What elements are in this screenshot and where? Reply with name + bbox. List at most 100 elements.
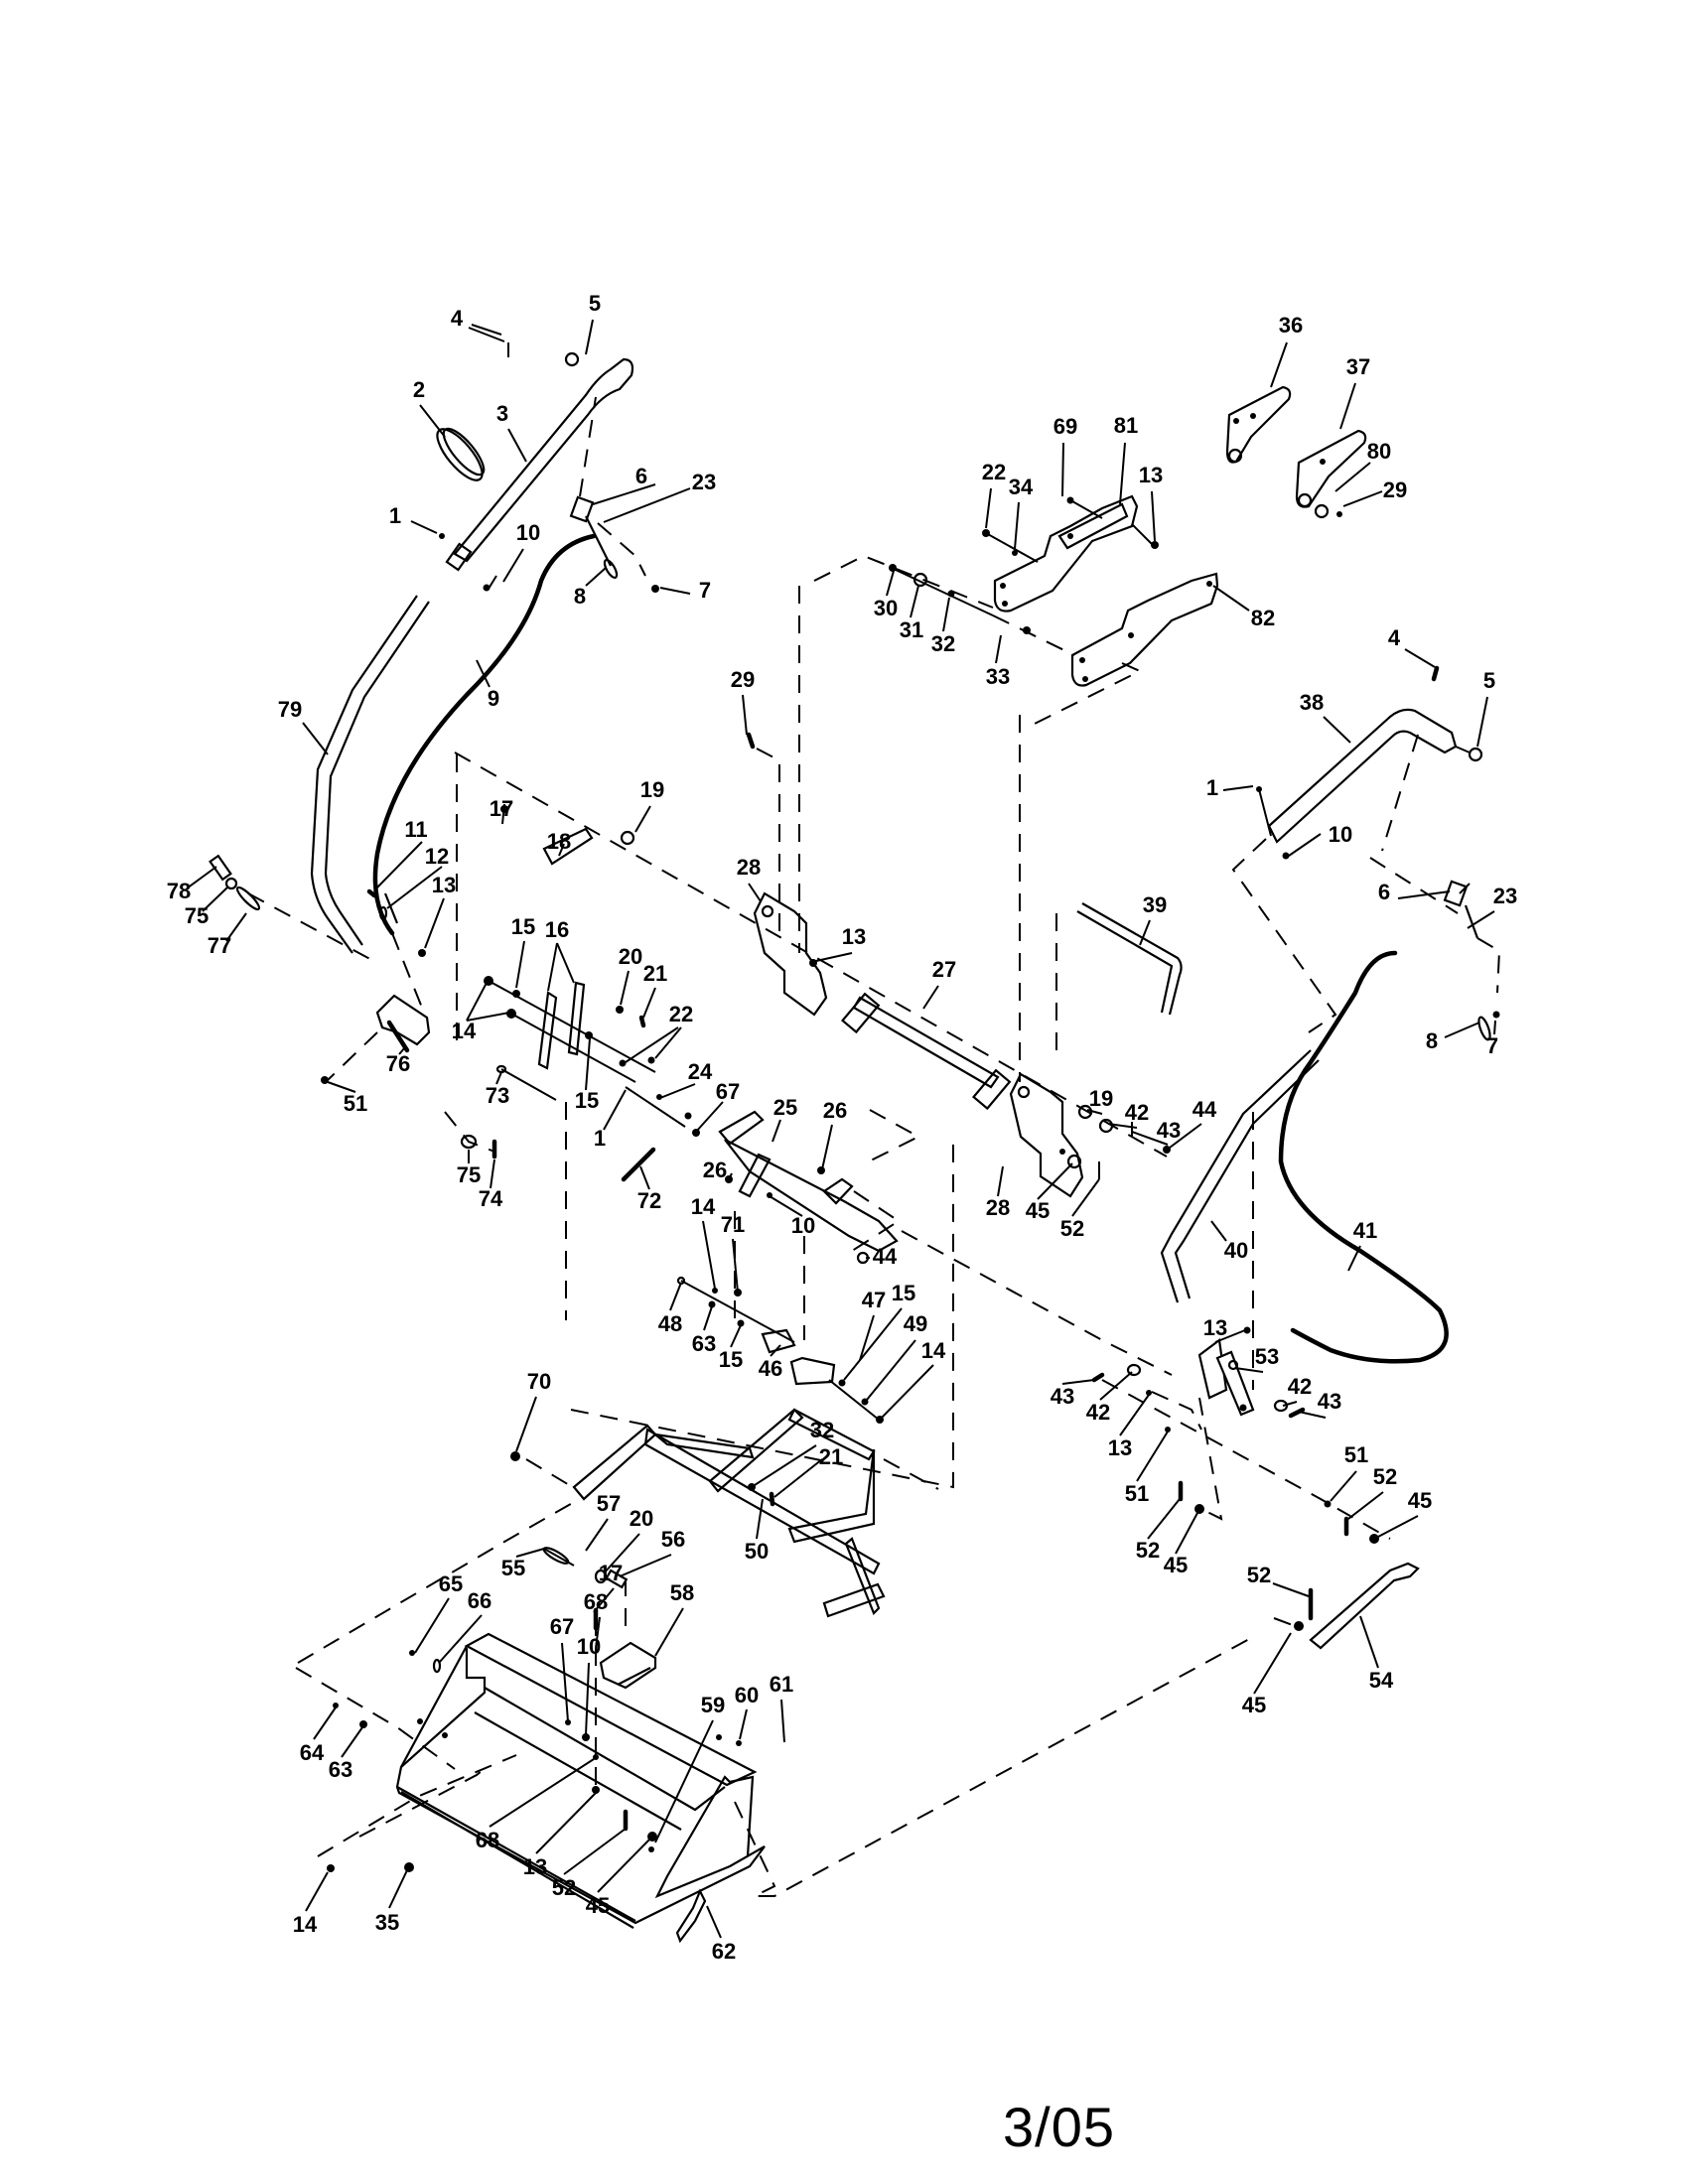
- bucket: [295, 1500, 1252, 1944]
- callout-1: 1: [594, 1126, 606, 1151]
- callout-40: 40: [1224, 1238, 1248, 1263]
- callout-63: 63: [692, 1331, 716, 1356]
- callout-79: 79: [278, 697, 302, 722]
- callout-29: 29: [1383, 478, 1407, 502]
- brackets-46-47: [676, 1276, 884, 1424]
- callout-80: 80: [1367, 439, 1391, 464]
- callout-52: 52: [1136, 1538, 1160, 1563]
- callout-23: 23: [1493, 884, 1517, 908]
- callout-44: 44: [1193, 1097, 1217, 1122]
- callout-63: 63: [329, 1757, 352, 1782]
- bracket-81: [982, 494, 1159, 613]
- callout-62: 62: [712, 1939, 736, 1964]
- bracket-82: [813, 554, 1219, 726]
- callout-19: 19: [640, 777, 664, 802]
- callout-56: 56: [661, 1527, 685, 1552]
- callout-8: 8: [574, 584, 586, 609]
- callout-67: 67: [550, 1614, 574, 1639]
- cross-shaft: [454, 586, 1171, 1198]
- callout-43: 43: [1318, 1389, 1341, 1414]
- callout-50: 50: [745, 1539, 769, 1564]
- callout-68: 68: [584, 1589, 608, 1614]
- callout-17: 17: [490, 796, 513, 821]
- hose-clamp: [436, 427, 486, 481]
- leader-lines: [186, 319, 1496, 1939]
- callout-61: 61: [770, 1672, 793, 1697]
- callout-77: 77: [208, 933, 231, 958]
- callout-15: 15: [575, 1088, 599, 1113]
- bucket-hinge-hardware: [542, 1547, 657, 1690]
- callout-6: 6: [635, 464, 647, 488]
- callout-14: 14: [452, 1019, 477, 1043]
- callout-69: 69: [1053, 414, 1077, 439]
- callout-45: 45: [586, 1893, 610, 1918]
- bracket-37: [1295, 429, 1367, 519]
- callout-14: 14: [691, 1194, 716, 1219]
- callout-74: 74: [479, 1186, 503, 1211]
- callout-67: 67: [716, 1079, 740, 1104]
- callout-72: 72: [637, 1188, 661, 1213]
- callout-24: 24: [688, 1059, 713, 1084]
- bracket-36: [1225, 385, 1292, 464]
- callout-15: 15: [719, 1347, 743, 1372]
- callout-43: 43: [1051, 1384, 1074, 1409]
- link-plates: [444, 976, 656, 1320]
- callout-10: 10: [577, 1634, 601, 1659]
- callout-48: 48: [658, 1311, 682, 1336]
- callout-21: 21: [819, 1444, 843, 1469]
- callout-66: 66: [468, 1588, 491, 1613]
- left-control-block: [439, 396, 659, 593]
- callout-41: 41: [1353, 1218, 1377, 1243]
- callout-10: 10: [791, 1213, 815, 1238]
- lift-bracket-53: [1091, 1326, 1420, 1650]
- callout-14: 14: [921, 1338, 946, 1363]
- callout-13: 13: [1108, 1435, 1132, 1460]
- callout-15: 15: [892, 1281, 915, 1305]
- callout-20: 20: [630, 1506, 653, 1531]
- callout-44: 44: [873, 1244, 898, 1269]
- callout-81: 81: [1114, 413, 1138, 438]
- callout-28: 28: [737, 855, 761, 880]
- callout-49: 49: [904, 1311, 927, 1336]
- callout-4: 4: [451, 306, 464, 331]
- callout-65: 65: [439, 1571, 463, 1596]
- callout-35: 35: [375, 1910, 399, 1935]
- callout-23: 23: [692, 470, 716, 494]
- callout-52: 52: [1247, 1563, 1271, 1587]
- left-lower-handle: [310, 595, 430, 954]
- callout-26: 26: [703, 1158, 727, 1182]
- callout-45: 45: [1164, 1553, 1188, 1577]
- callout-46: 46: [759, 1356, 782, 1381]
- callout-36: 36: [1279, 313, 1303, 338]
- callout-59: 59: [701, 1693, 725, 1717]
- callout-6: 6: [1378, 880, 1390, 904]
- callout-29: 29: [731, 667, 755, 692]
- callout-22: 22: [982, 460, 1006, 484]
- part-drawings: [186, 319, 1501, 1944]
- callout-60: 60: [735, 1683, 759, 1707]
- callout-19: 19: [1089, 1086, 1113, 1111]
- callout-3: 3: [496, 401, 508, 426]
- callout-13: 13: [432, 873, 456, 897]
- callout-45: 45: [1408, 1488, 1432, 1513]
- callout-4: 4: [1388, 625, 1401, 650]
- right-control-block: [1443, 880, 1501, 1041]
- callout-8: 8: [1426, 1028, 1438, 1053]
- callout-13: 13: [1203, 1315, 1227, 1340]
- callout-26: 26: [823, 1098, 847, 1123]
- callout-34: 34: [1009, 475, 1034, 499]
- callout-1: 1: [389, 503, 401, 528]
- callout-52: 52: [1373, 1464, 1397, 1489]
- callout-10: 10: [516, 520, 540, 545]
- callout-30: 30: [874, 596, 898, 620]
- callout-32: 32: [810, 1418, 834, 1442]
- right-upper-handle: [1231, 665, 1483, 1033]
- callout-15: 15: [511, 914, 535, 939]
- callout-78: 78: [167, 879, 191, 903]
- callout-13: 13: [842, 924, 866, 949]
- callout-76: 76: [386, 1051, 410, 1076]
- callout-5: 5: [1483, 668, 1495, 693]
- callout-10: 10: [1329, 822, 1352, 847]
- callout-20: 20: [619, 944, 642, 969]
- linkage-block-76: [209, 854, 431, 1084]
